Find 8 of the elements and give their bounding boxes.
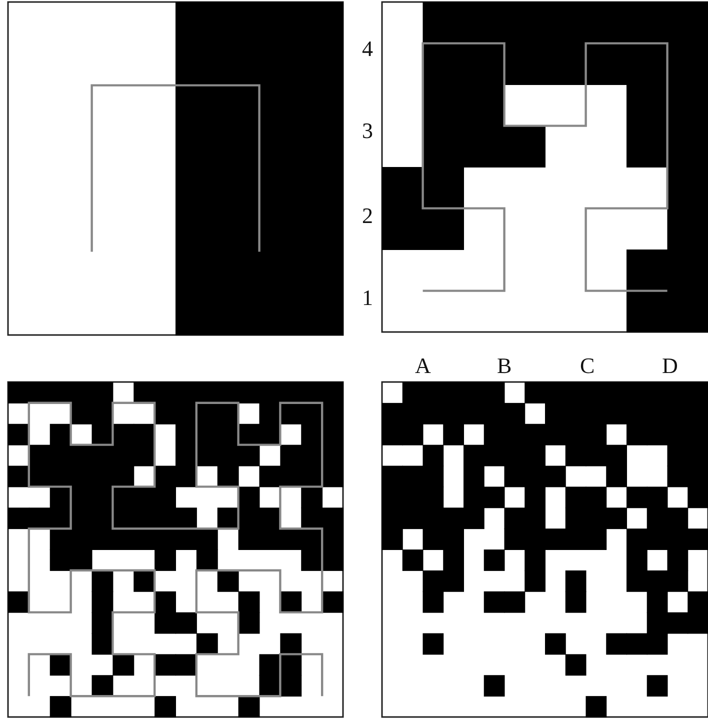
row-number: 3 (362, 120, 373, 142)
row-number: 1 (362, 287, 373, 309)
row-number: 4 (362, 38, 373, 60)
column-letter: A (415, 355, 431, 377)
row-number: 2 (362, 205, 373, 227)
column-letter: C (580, 355, 595, 377)
column-letter: D (662, 355, 678, 377)
column-letter: B (497, 355, 512, 377)
